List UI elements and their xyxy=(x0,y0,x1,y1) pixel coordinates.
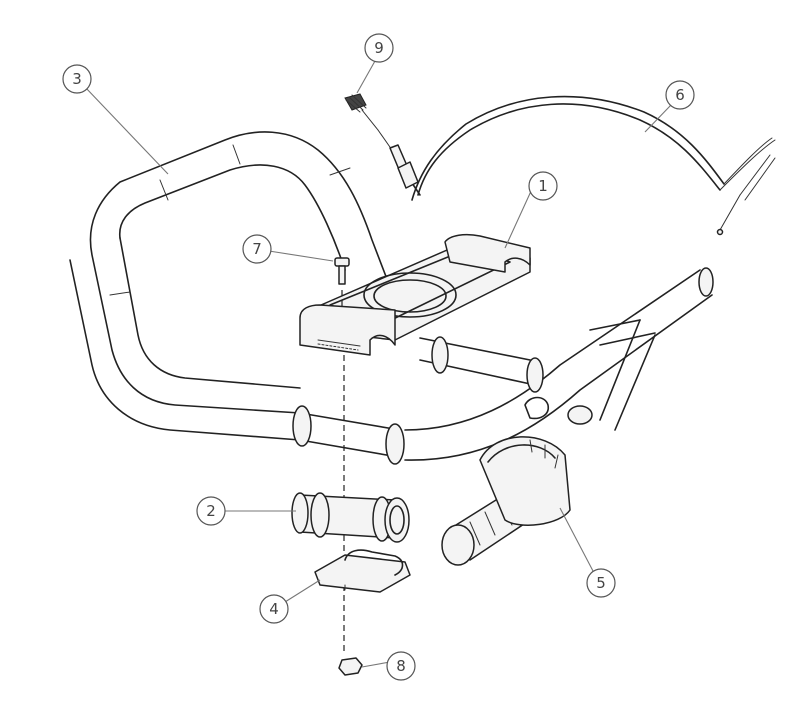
callout-6-label: 6 xyxy=(675,86,685,104)
part-2-spacer-tube xyxy=(291,492,410,543)
part-3-handlebar-frame xyxy=(69,131,714,465)
part-5-throttle-grip xyxy=(441,436,571,566)
callout-1-label: 1 xyxy=(538,177,548,195)
part-7-bolt xyxy=(334,257,350,310)
callout-8: 8 xyxy=(361,651,416,681)
callout-4-label: 4 xyxy=(269,600,279,618)
part-9-spring-adjuster xyxy=(344,93,419,189)
part-6-throttle-cable xyxy=(409,95,776,236)
callout-9-label: 9 xyxy=(374,39,384,57)
callout-9: 9 xyxy=(356,33,394,94)
callout-3: 3 xyxy=(62,64,169,175)
part-4-lower-clamp xyxy=(314,549,411,593)
callout-2-label: 2 xyxy=(206,502,216,520)
callout-7: 7 xyxy=(242,234,334,264)
callout-7-label: 7 xyxy=(252,240,262,258)
part-1-mounting-plate xyxy=(299,233,531,356)
callout-4: 4 xyxy=(259,579,321,624)
callout-8-label: 8 xyxy=(396,657,406,675)
callout-5-label: 5 xyxy=(596,574,606,592)
callout-3-label: 3 xyxy=(72,70,82,88)
part-8-nut xyxy=(338,657,363,676)
callout-5: 5 xyxy=(559,507,616,598)
callout-6: 6 xyxy=(644,80,695,133)
callout-1: 1 xyxy=(504,171,558,249)
callout-2: 2 xyxy=(196,496,296,526)
